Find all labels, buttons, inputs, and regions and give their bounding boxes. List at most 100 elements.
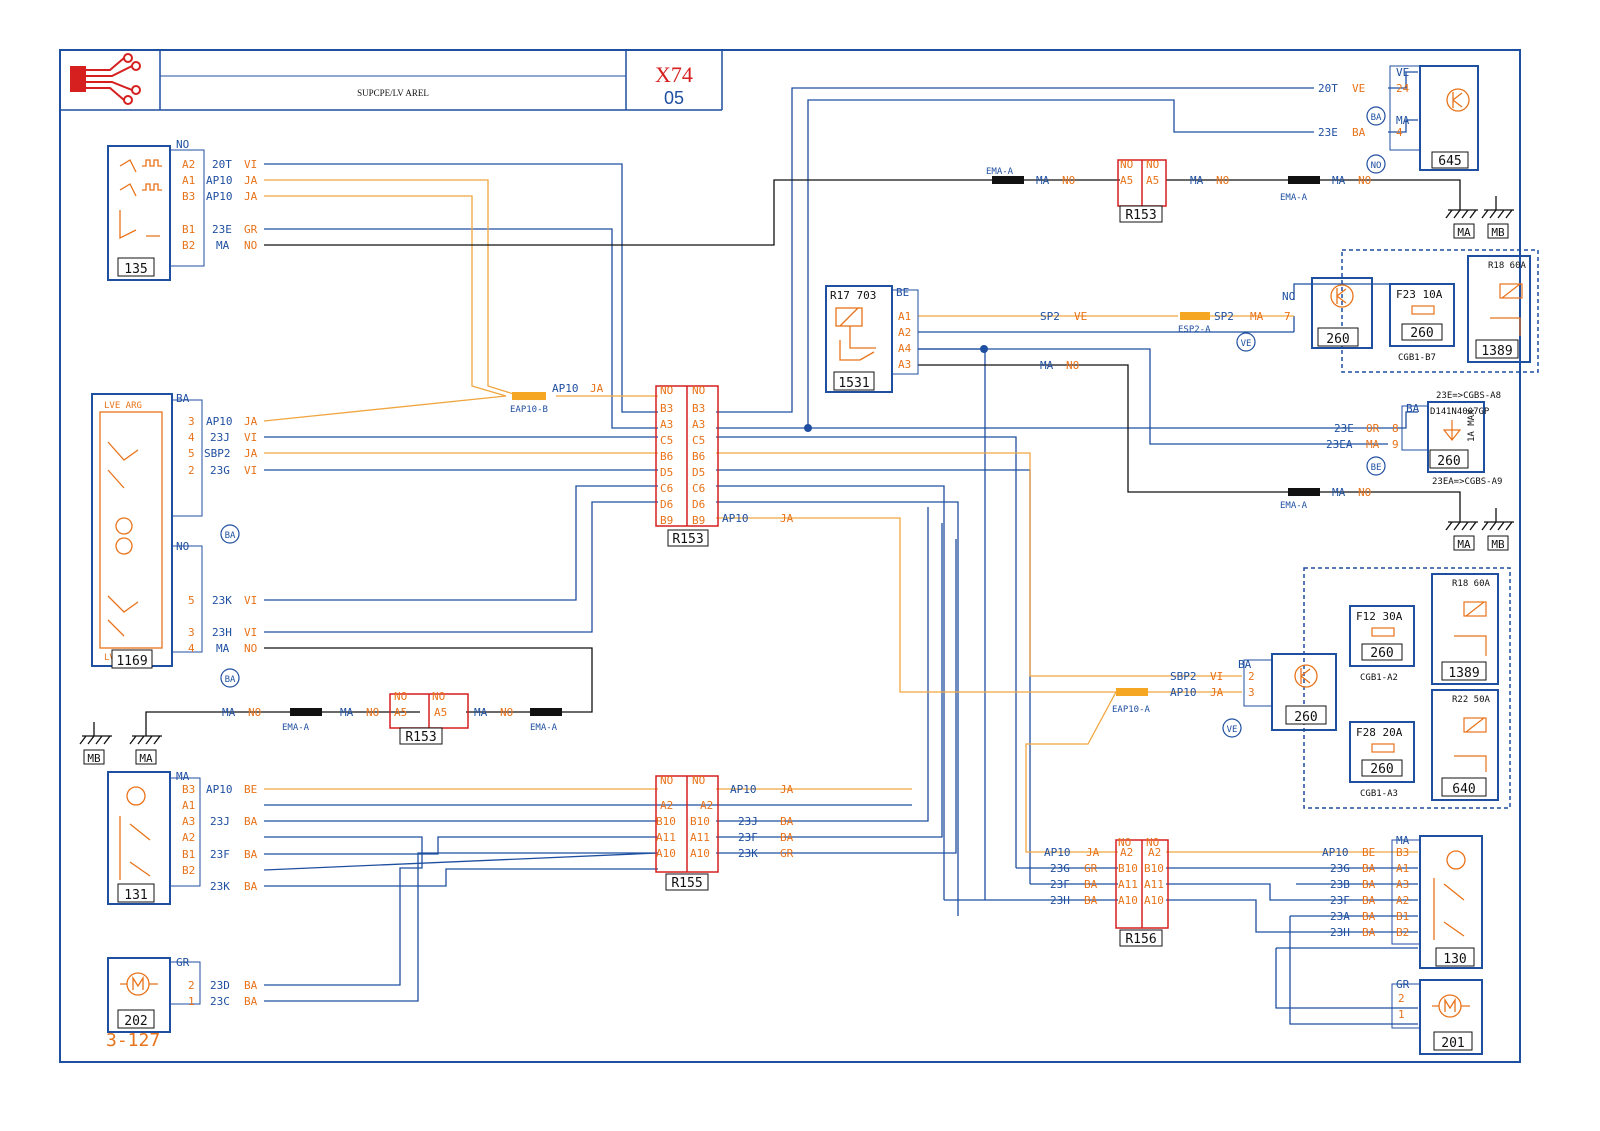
wire-label: 23K <box>738 847 758 860</box>
wire-label: 23EA <box>1326 438 1353 451</box>
svg-text:A11: A11 <box>1118 878 1138 891</box>
svg-text:C5: C5 <box>660 434 673 447</box>
connector-label-ema: EMA-A <box>530 723 558 733</box>
wire-label: JA <box>780 512 794 525</box>
wire-label: SP2 <box>1214 310 1234 323</box>
wire-label: SBP2 <box>204 447 231 460</box>
wire-label: MA <box>1332 486 1346 499</box>
wires-blue <box>263 71 1418 1025</box>
wires-black <box>145 179 1461 736</box>
wire-label: NO <box>1118 836 1131 849</box>
wire-label: VE <box>1396 66 1409 79</box>
wire-label: NO <box>248 706 261 719</box>
wire-label: JA <box>1086 846 1100 859</box>
component-id: R155 <box>671 876 702 891</box>
wire-label: JA <box>1210 686 1224 699</box>
svg-text:B9: B9 <box>692 514 705 527</box>
svg-text:A1: A1 <box>898 310 911 323</box>
wire-label: 23A <box>1330 910 1350 923</box>
svg-text:2: 2 <box>1398 992 1405 1005</box>
component-id: 131 <box>124 888 147 903</box>
connector-label-esp2a: ESP2-A <box>1178 325 1211 335</box>
wire-label: AP10 <box>722 512 749 525</box>
wire-label: BA <box>1238 658 1252 671</box>
color-code: NO <box>1371 161 1382 171</box>
connector-label-ema: EMA-A <box>1280 193 1308 203</box>
wire-label: 23K <box>210 880 230 893</box>
wire-label: GR <box>176 956 190 969</box>
svg-text:A5: A5 <box>1120 174 1133 187</box>
component-d14: D14 1N4007GP 23E=>CGBS-A8 23EA=>CGBS-A9 … <box>1401 391 1502 487</box>
component-id: 201 <box>1441 1036 1464 1051</box>
sheet-frame <box>59 49 1521 1063</box>
component-id: 1531 <box>838 376 869 391</box>
wire-label: AP10 <box>552 382 579 395</box>
ground-symbols <box>79 196 1514 745</box>
svg-text:B3: B3 <box>660 402 673 415</box>
svg-text:A3: A3 <box>692 418 705 431</box>
component-text: CGB1-A3 <box>1360 789 1398 799</box>
fuse-box-bottom: 260 F12 30A 260 CGB1-A2 F28 20A 260 CGB1… <box>1243 567 1511 809</box>
wire-label: 23E <box>1318 126 1338 139</box>
wire-label: NO <box>394 690 407 703</box>
wire-label: AP10 <box>1170 686 1197 699</box>
wire-label: AP10 <box>206 190 233 203</box>
wire-label: GR <box>780 847 794 860</box>
svg-text:A5: A5 <box>394 706 407 719</box>
svg-text:A3: A3 <box>898 358 911 371</box>
connector-label-ema: EMA-A <box>1280 501 1308 511</box>
wire-label: NO <box>1062 174 1075 187</box>
component-id: 645 <box>1438 154 1461 169</box>
component-text: R22 50A <box>1452 695 1491 705</box>
wire-label: JA <box>244 415 258 428</box>
wire-label: BE <box>896 286 909 299</box>
wire-label: MA <box>1396 834 1410 847</box>
svg-text:A5: A5 <box>434 706 447 719</box>
wire-label: JA <box>780 783 794 796</box>
wire-label: VI <box>1210 670 1223 683</box>
svg-text:A5: A5 <box>1146 174 1159 187</box>
connector-r153-left: R153 <box>389 693 469 745</box>
wire-label: BE <box>1362 846 1375 859</box>
wire-label: MA <box>176 770 190 783</box>
wire-label: VI <box>244 626 257 639</box>
component-id: 260 <box>1410 326 1433 341</box>
svg-text:D5: D5 <box>692 466 705 479</box>
wire-label: BE <box>244 783 257 796</box>
wire-label: JA <box>244 174 258 187</box>
wire-label: 23E <box>212 223 232 236</box>
svg-text:B6: B6 <box>660 450 673 463</box>
wire-label: VI <box>244 464 257 477</box>
component-text: D14 <box>1430 407 1446 417</box>
wire-label: NO <box>244 642 257 655</box>
svg-text:B3: B3 <box>1396 846 1409 859</box>
wire-label: 23G <box>1330 862 1350 875</box>
wire-label: 20T <box>212 158 232 171</box>
wire-label: GR <box>1084 862 1098 875</box>
component-text: R18 60A <box>1452 579 1491 589</box>
wire-label: BA <box>1362 894 1376 907</box>
wire-label: MA <box>1190 174 1204 187</box>
svg-text:A11: A11 <box>1144 878 1164 891</box>
svg-text:B3: B3 <box>182 783 195 796</box>
connector-label-eap10b: EAP10-B <box>510 405 548 415</box>
svg-text:B6: B6 <box>692 450 705 463</box>
svg-text:3: 3 <box>188 626 195 639</box>
ground-label: MA <box>1457 538 1471 551</box>
wire-label: BA <box>244 979 258 992</box>
wire-label: MA <box>1250 310 1264 323</box>
harness-logo-icon <box>70 53 141 105</box>
svg-text:A10: A10 <box>1144 894 1164 907</box>
component-id: 260 <box>1326 332 1349 347</box>
wire-label: 23J <box>738 815 758 828</box>
wire-label: 23E <box>1334 422 1354 435</box>
wire-label: JA <box>590 382 604 395</box>
svg-text:B9: B9 <box>660 514 673 527</box>
svg-text:A3: A3 <box>182 815 195 828</box>
wire-label: GR <box>1396 978 1410 991</box>
wire-label: BA <box>1406 402 1420 415</box>
svg-text:1: 1 <box>1398 1008 1405 1021</box>
component-id: 1389 <box>1481 344 1512 359</box>
svg-text:4: 4 <box>188 431 195 444</box>
wire-label: NO <box>1358 174 1371 187</box>
